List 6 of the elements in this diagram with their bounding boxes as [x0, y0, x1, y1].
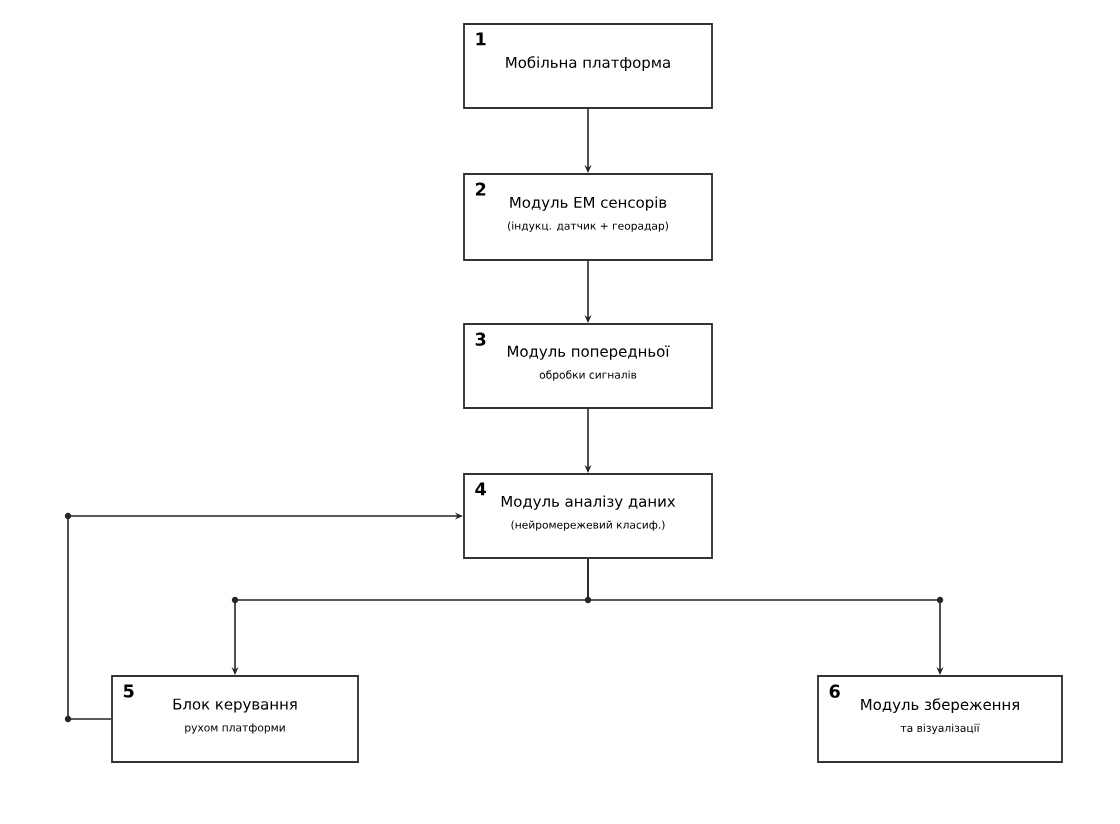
step-number: 5: [123, 684, 134, 698]
step-number: 2: [475, 182, 486, 196]
step-number: 6: [829, 684, 840, 698]
step-number: 1: [476, 32, 486, 46]
step-number: 3: [475, 332, 486, 346]
step-number: 4: [475, 482, 486, 496]
